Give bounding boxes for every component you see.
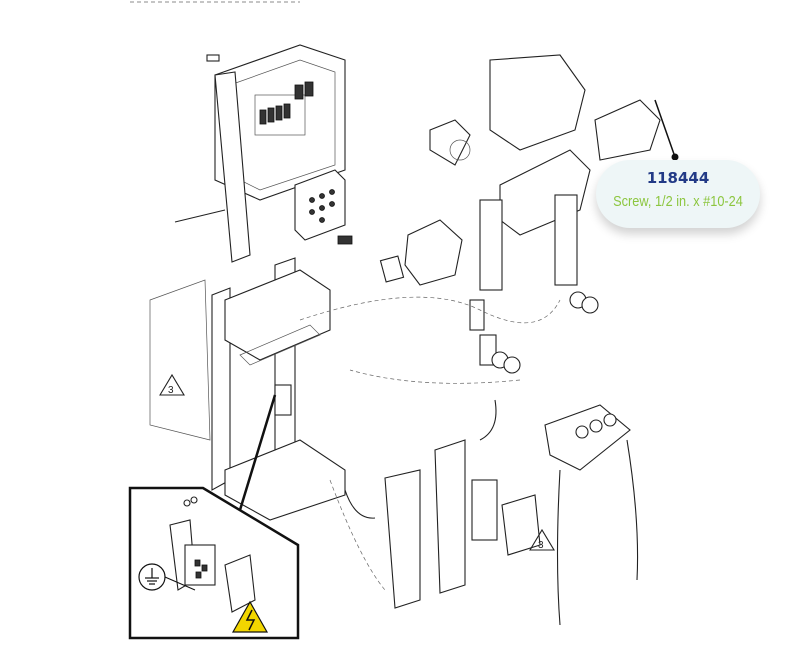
control-box — [174, 44, 346, 263]
end-cover — [594, 99, 661, 161]
part-description: Screw, 1/2 in. x #10-24 — [613, 193, 743, 210]
ground-symbol-icon — [138, 563, 196, 591]
pump-assembly — [299, 54, 679, 384]
callout-dot — [671, 153, 679, 161]
svg-text:3: 3 — [168, 385, 174, 396]
detail-inset — [128, 486, 300, 640]
display-module — [404, 219, 463, 286]
svg-text:3: 3 — [538, 540, 544, 551]
heater-and-manifold — [329, 399, 639, 626]
detail-leader — [238, 394, 277, 511]
ref-triangle-2: 3 — [529, 528, 555, 551]
part-number: 118444 — [646, 169, 710, 187]
part-tooltip: 118444 Screw, 1/2 in. x #10-24 — [596, 160, 760, 228]
callout-leader — [654, 99, 676, 158]
ref-triangle-1: 3 — [159, 373, 185, 396]
junction-box — [274, 384, 292, 416]
side-panel — [149, 279, 211, 441]
fan — [429, 119, 471, 166]
electrical-hazard-icon — [231, 600, 269, 633]
keypad-module — [294, 169, 353, 245]
stand-frame — [149, 257, 346, 521]
